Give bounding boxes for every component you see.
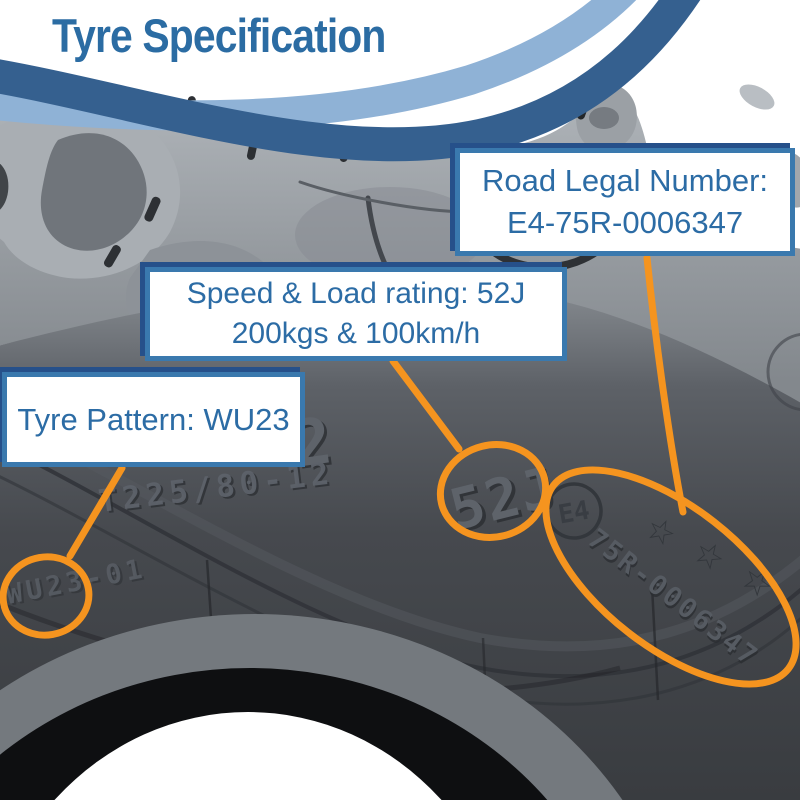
- speed-load-label: Speed & Load rating: 52J: [186, 277, 526, 310]
- leader-pattern: [66, 464, 126, 560]
- speed-load-value: 200kgs & 100km/h: [231, 317, 481, 350]
- wheel-opening: [54, 712, 442, 800]
- tyre-pattern-label: Tyre Pattern: WU23: [17, 401, 290, 437]
- callout-road-legal-number: Road Legal Number: E4-75R-0006347: [455, 148, 795, 256]
- page-title: Tyre Specification: [52, 9, 386, 62]
- leader-road-legal: [643, 254, 687, 516]
- header-swoosh: [0, 0, 701, 162]
- callout-speed-load-rating: Speed & Load rating: 52J 200kgs & 100km/…: [145, 267, 567, 361]
- highlight-52j: [436, 441, 550, 541]
- highlight-road-legal: [542, 466, 800, 688]
- dark-blue-band: [0, 0, 701, 162]
- e-mark-label: E4: [556, 496, 592, 531]
- callout-tyre-pattern: Tyre Pattern: WU23: [2, 372, 305, 467]
- road-legal-value: E4-75R-0006347: [506, 205, 744, 240]
- leader-speed-load: [389, 357, 463, 453]
- highlight-pattern: [0, 553, 93, 639]
- road-legal-label: Road Legal Number:: [481, 163, 769, 198]
- orange-annotations: [0, 254, 800, 688]
